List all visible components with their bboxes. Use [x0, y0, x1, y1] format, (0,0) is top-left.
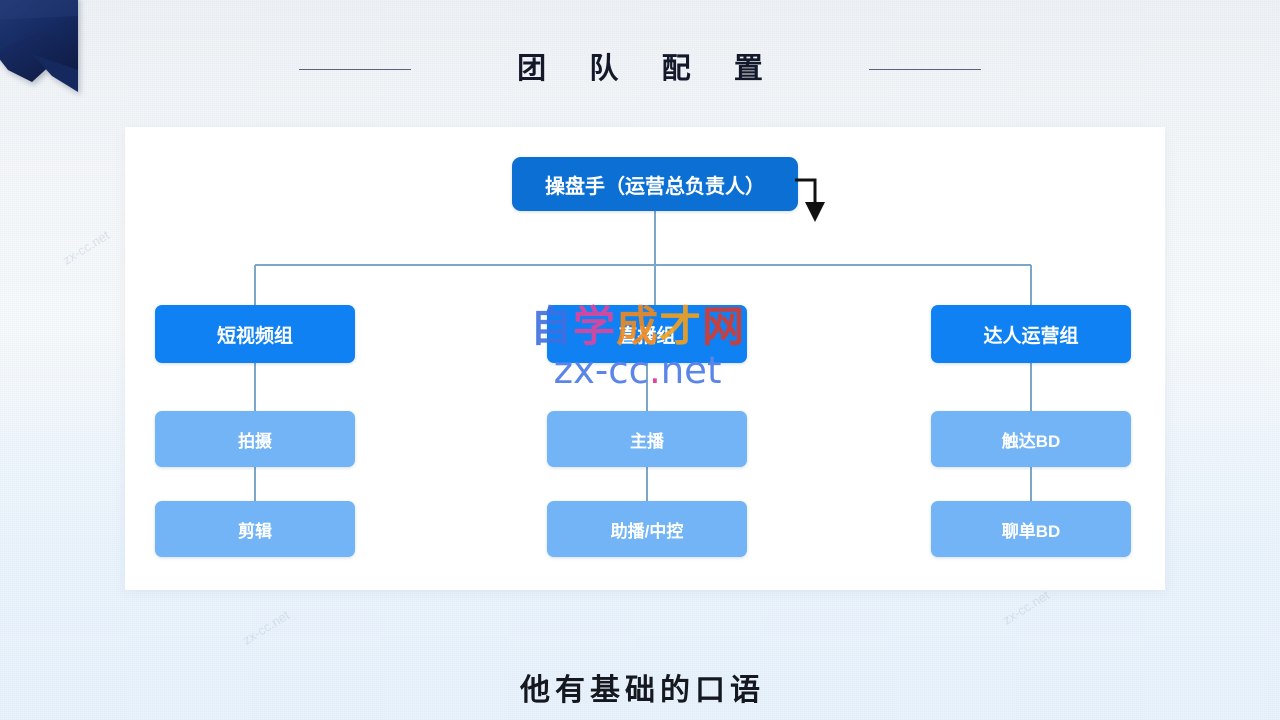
title-rule-right-icon: [868, 68, 981, 70]
page-title: 团 队 配 置: [517, 52, 781, 85]
org-node-leaf-2-2[interactable]: 助播/中控: [547, 501, 747, 557]
org-node-group-2[interactable]: 直播组: [547, 305, 747, 363]
slide-subtitle: 他有基础的口语: [520, 674, 765, 707]
title-row: 团 队 配 置: [0, 44, 1280, 94]
org-node-leaf-3-2[interactable]: 聊单BD: [931, 501, 1131, 557]
org-node-leaf-1-2[interactable]: 剪辑: [155, 501, 355, 557]
title-rule-left-icon: [299, 68, 412, 70]
org-node-group-1[interactable]: 短视频组: [155, 305, 355, 363]
down-arrow-icon: [795, 178, 825, 222]
org-node-leaf-2-1[interactable]: 主播: [547, 411, 747, 467]
org-node-group-3[interactable]: 达人运营组: [931, 305, 1131, 363]
org-node-root[interactable]: 操盘手（运营总负责人）: [512, 157, 798, 211]
corner-ribbon-icon: [0, 0, 78, 92]
org-node-leaf-3-1[interactable]: 触达BD: [931, 411, 1131, 467]
org-node-leaf-1-1[interactable]: 拍摄: [155, 411, 355, 467]
